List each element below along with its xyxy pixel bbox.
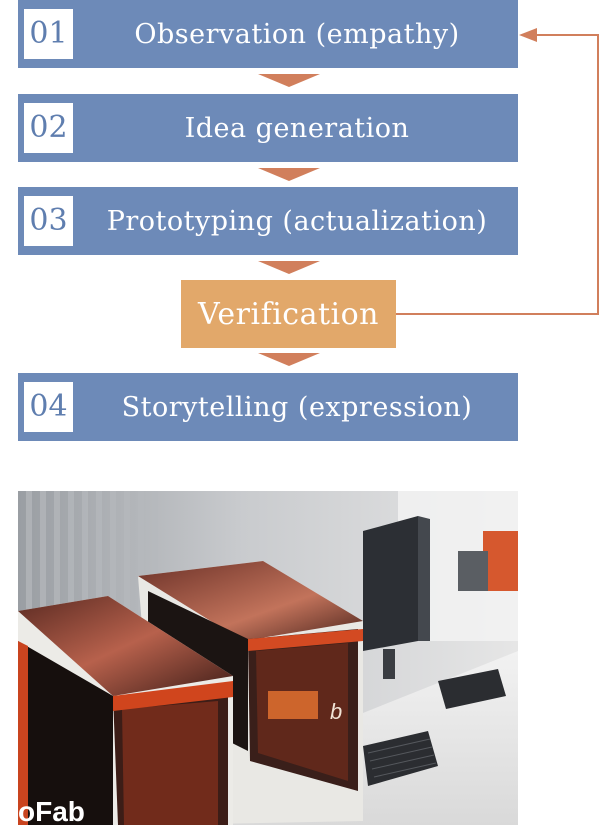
step-number: 04 [24,382,73,432]
step-label: Storytelling (expression) [121,391,473,423]
step-box-idea-generation: 02 Idea generation [18,94,518,162]
step-number: 01 [24,9,73,59]
photo-3d-printers: b oFab [18,491,518,825]
step-box-observation: 01 Observation (empathy) [18,0,518,68]
verification-box: Verification [181,280,396,348]
feedback-loop-arrow [396,28,599,315]
step-box-storytelling: 04 Storytelling (expression) [18,373,518,441]
step-label: Idea generation [184,112,410,144]
step-label: Observation (empathy) [134,18,460,50]
step-number: 03 [24,196,73,246]
down-arrow-icon [258,74,320,87]
down-arrow-icon [258,261,320,274]
printer-brand-text: b [330,699,342,724]
down-arrow-icon [258,353,320,366]
step-box-prototyping: 03 Prototyping (actualization) [18,187,518,255]
step-label: Prototyping (actualization) [106,205,488,237]
down-arrow-icon [258,168,320,181]
printer-brand-text: oFab [18,796,85,825]
left-arrowhead-icon [519,28,537,42]
step-number: 02 [24,103,73,153]
